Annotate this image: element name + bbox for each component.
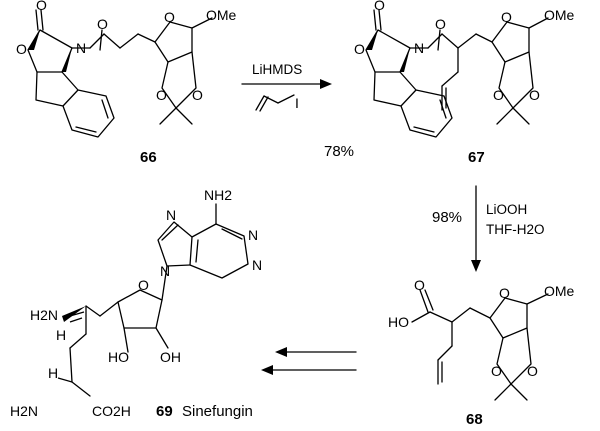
compound-number: 66 — [140, 149, 157, 166]
atom-label: N — [414, 40, 424, 56]
reagent-label: THF-H2O — [486, 222, 545, 237]
atom-label: O — [499, 285, 510, 301]
compound-name: Sinefungin — [182, 403, 253, 420]
reaction-arrow-1 — [241, 79, 332, 89]
atom-label: O — [36, 0, 47, 13]
allyl-iodide-structure — [255, 94, 295, 112]
atom-label: O — [491, 363, 502, 379]
atom-label: HO — [108, 349, 129, 365]
compound-66-structure — [27, 9, 213, 138]
atom-label: OMe — [544, 283, 575, 299]
atom-label: N — [248, 227, 258, 243]
atom-label: O — [354, 41, 365, 57]
compound-68-structure — [411, 289, 549, 401]
reaction-arrow-2 — [471, 185, 481, 272]
atom-label: CO2H — [92, 403, 131, 419]
atom-label: O — [374, 0, 385, 13]
atom-label: OH — [160, 349, 181, 365]
atom-label: O — [192, 87, 203, 103]
compound-67-structure — [365, 9, 549, 138]
atom-label: O — [97, 16, 108, 32]
atom-label: H2N — [30, 307, 58, 323]
atom-label: N — [160, 263, 170, 279]
compound-number: 68 — [466, 411, 483, 428]
yield-label: 78% — [324, 143, 354, 160]
atom-label: O — [493, 87, 504, 103]
compound-69-structure — [57, 203, 249, 397]
reagent-label: LiHMDS — [252, 62, 302, 77]
atom-label: O — [527, 363, 538, 379]
atom-label: I — [295, 95, 299, 111]
compound-number: 69 — [156, 403, 173, 420]
atom-label: N — [252, 257, 262, 273]
atom-label: N — [166, 207, 176, 223]
atom-label: OMe — [206, 7, 237, 23]
atom-label: O — [164, 9, 175, 25]
atom-label: H — [48, 365, 58, 381]
atom-label: O — [156, 87, 167, 103]
atom-label: O — [529, 87, 540, 103]
atom-label: O — [414, 277, 425, 293]
compound-number: 67 — [468, 149, 485, 166]
atom-label: H — [56, 327, 66, 343]
reagent-label: LiOOH — [486, 202, 527, 217]
atom-label: H2N — [10, 403, 38, 419]
atom-label: O — [138, 277, 149, 293]
atom-label: O — [16, 41, 27, 57]
reaction-arrow-3 — [261, 347, 357, 375]
atom-label: O — [435, 16, 446, 32]
atom-label: OMe — [544, 7, 575, 23]
atom-label: N — [76, 40, 86, 56]
atom-label: NH2 — [204, 187, 232, 203]
atom-label: HO — [388, 314, 409, 330]
atom-label: O — [501, 9, 512, 25]
yield-label: 98% — [432, 209, 462, 226]
